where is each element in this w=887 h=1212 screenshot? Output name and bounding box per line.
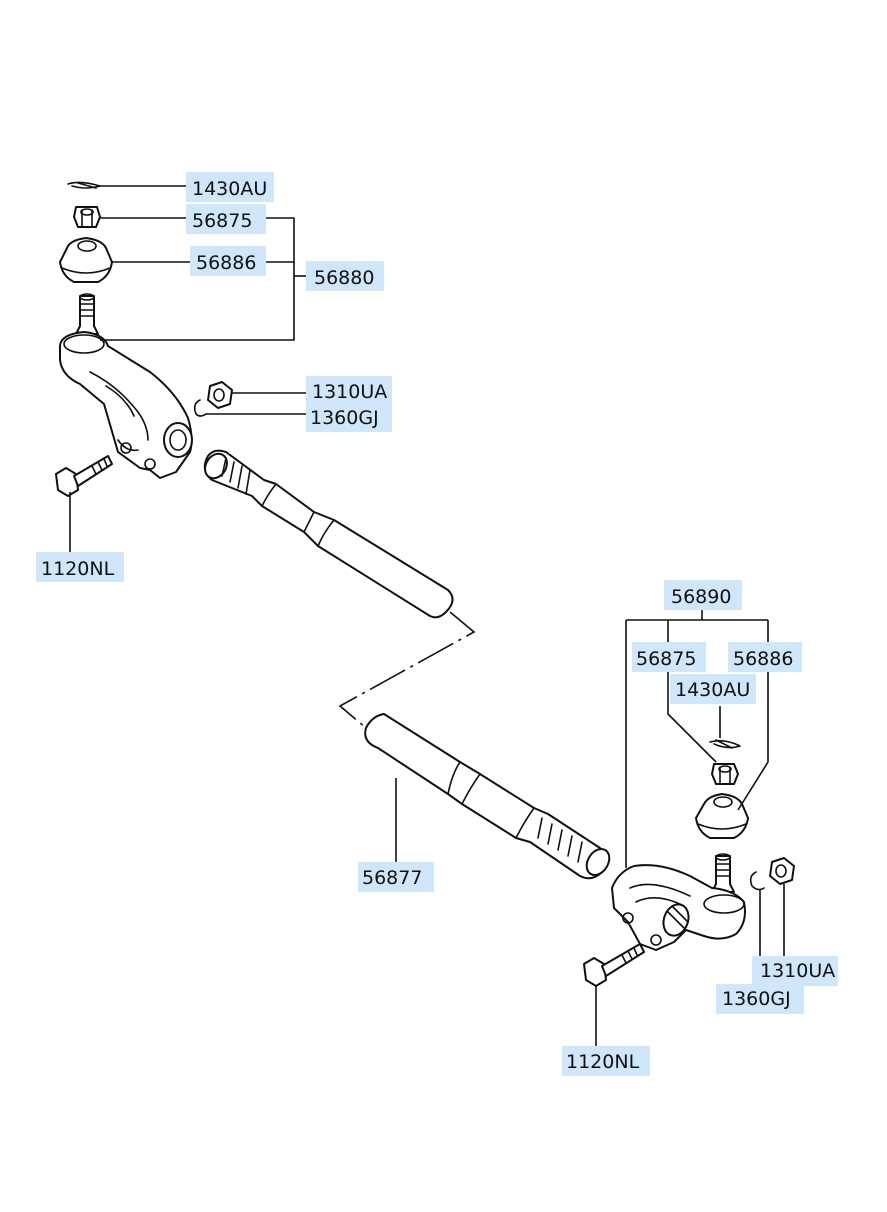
svg-text:1360GJ: 1360GJ: [722, 988, 791, 1010]
lock-nut-left: [207, 381, 233, 409]
label-56890: 56890: [664, 580, 742, 610]
label-1360GJ-right: 1360GJ: [716, 984, 804, 1014]
castle-nut-right: [711, 763, 739, 785]
washer-right: [749, 871, 765, 891]
svg-text:1120NL: 1120NL: [566, 1051, 640, 1073]
bolt-right: [583, 943, 645, 987]
svg-text:56880: 56880: [314, 267, 374, 289]
label-56886-right: 56886: [728, 642, 802, 672]
lock-nut-right: [769, 857, 795, 885]
break-line: [338, 611, 476, 729]
bolt-left: [55, 455, 113, 497]
svg-text:56877: 56877: [362, 867, 422, 889]
tie-rod-end-body-left: [59, 331, 193, 479]
svg-text:56886: 56886: [196, 252, 256, 274]
svg-text:56875: 56875: [636, 648, 696, 670]
label-1310UA-left: 1310UA: [306, 376, 392, 404]
dust-boot-right: [695, 793, 749, 839]
tie-rod-tube-lower: [364, 713, 611, 880]
label-1360GJ-left: 1360GJ: [306, 402, 392, 432]
svg-text:1360GJ: 1360GJ: [310, 407, 379, 429]
label-56875-right: 56875: [632, 642, 706, 672]
ball-stud-right: [711, 853, 735, 893]
svg-text:1120NL: 1120NL: [41, 558, 115, 580]
label-1430AU-right: 1430AU: [670, 674, 756, 704]
svg-text:56875: 56875: [192, 210, 252, 232]
svg-text:1430AU: 1430AU: [192, 178, 267, 200]
label-1430AU-left: 1430AU: [186, 172, 274, 202]
label-56877: 56877: [358, 862, 434, 892]
label-56886-left: 56886: [190, 246, 266, 276]
castle-nut-left: [73, 206, 101, 228]
svg-text:56890: 56890: [671, 586, 731, 608]
dust-boot-left: [59, 237, 113, 283]
tie-rod-end-body-right: [611, 864, 746, 951]
washer-left: [193, 399, 207, 417]
label-56880: 56880: [306, 261, 384, 291]
label-1310UA-right: 1310UA: [752, 956, 838, 986]
tie-rod-tube-upper: [203, 449, 454, 619]
label-1120NL-right: 1120NL: [562, 1046, 650, 1076]
cotter-pin-left: [67, 181, 101, 189]
svg-text:1430AU: 1430AU: [675, 679, 750, 701]
cotter-pin-right: [709, 739, 741, 749]
svg-text:1310UA: 1310UA: [312, 381, 387, 403]
label-56875-left: 56875: [186, 204, 266, 234]
svg-text:1310UA: 1310UA: [760, 960, 835, 982]
svg-text:56886: 56886: [733, 648, 793, 670]
ball-stud-left: [75, 293, 99, 335]
label-1120NL-left: 1120NL: [36, 552, 124, 582]
